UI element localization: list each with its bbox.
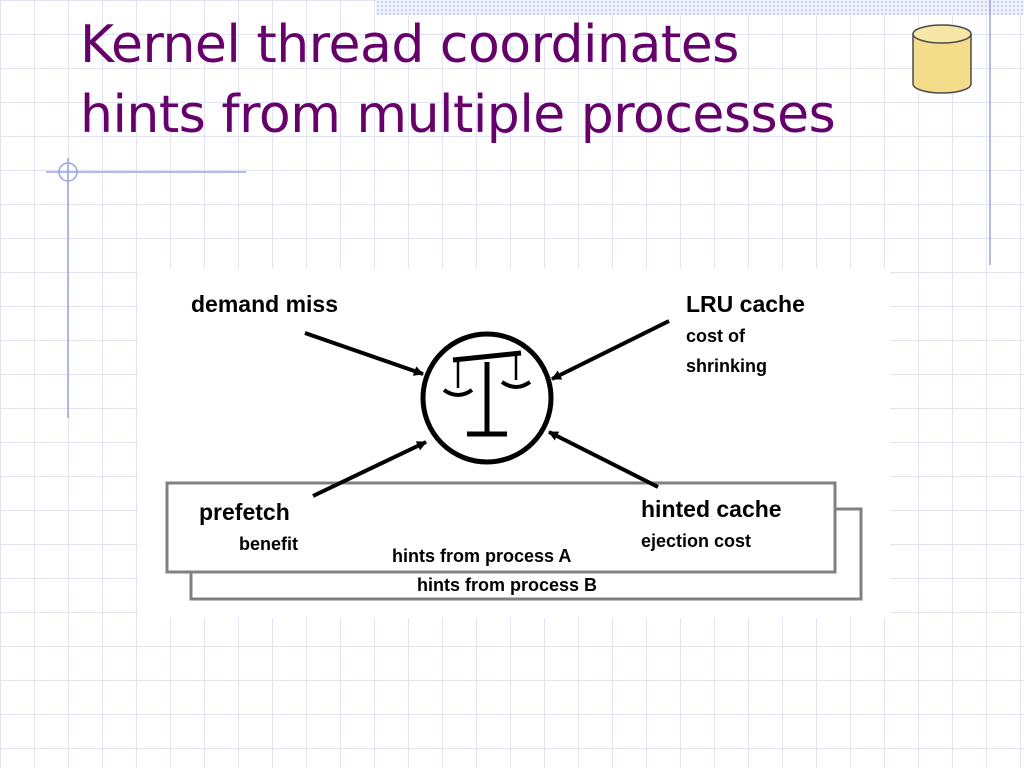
database-cylinder-icon <box>912 24 972 94</box>
process-a-box <box>165 481 837 574</box>
process-b-label: hints from process B <box>417 575 598 595</box>
lru-cache-arrow <box>551 319 670 381</box>
scale-symbol <box>442 350 532 437</box>
demand-miss-arrow <box>304 331 424 376</box>
prefetch-arrow <box>312 440 427 498</box>
hinted-cache-arrow <box>548 430 659 489</box>
ejection-cost-label: ejection cost <box>641 531 752 551</box>
lru-cache-label: LRU cache <box>686 291 805 317</box>
process-a-label: hints from process A <box>392 546 572 566</box>
page-title: Kernel thread coordinates hints from mul… <box>80 10 836 150</box>
rule-circle-ornament <box>58 162 78 182</box>
title-line-1: Kernel thread coordinates <box>80 15 739 75</box>
lru-cost-label-1: cost of <box>686 326 746 346</box>
title-line-2: hints from multiple processes <box>80 85 836 145</box>
demand-miss-label: demand miss <box>191 291 338 317</box>
hinted-cache-label: hinted cache <box>641 496 782 522</box>
prefetch-benefit-label: benefit <box>239 534 299 554</box>
prefetch-label: prefetch <box>199 499 290 525</box>
header-pattern-band <box>376 0 1024 15</box>
lru-cost-label-2: shrinking <box>686 356 768 376</box>
